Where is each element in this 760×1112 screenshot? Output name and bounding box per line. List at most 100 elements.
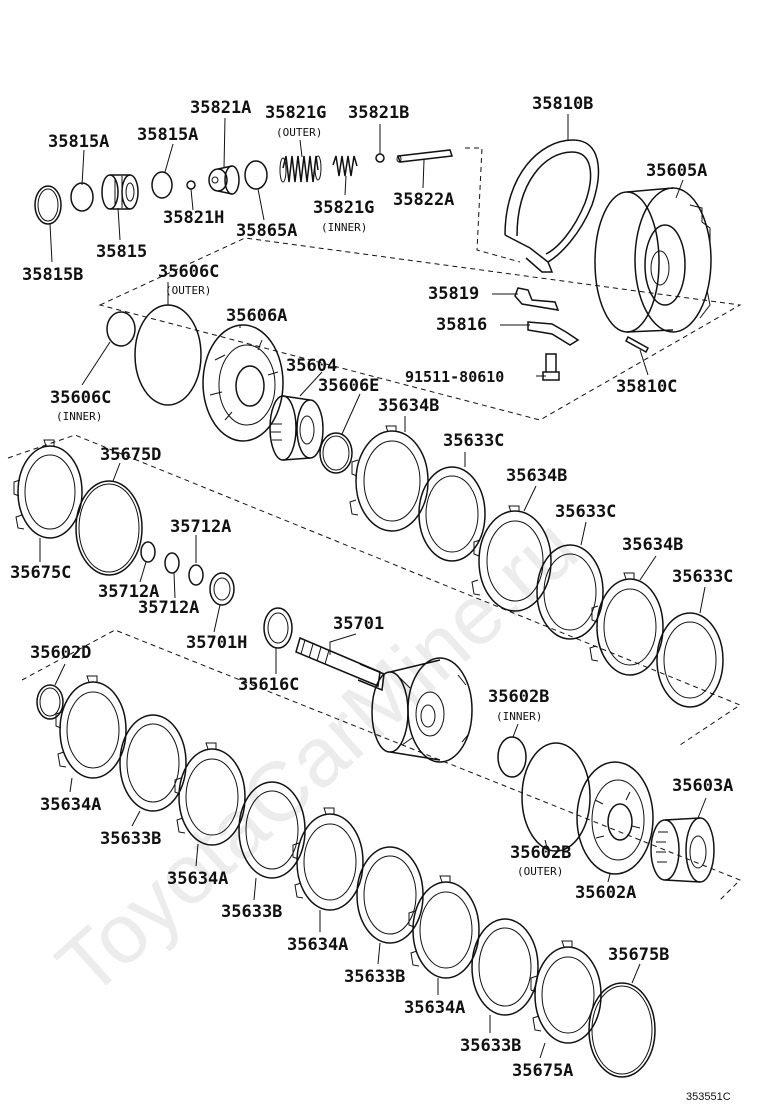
bracket-35819 [514, 287, 560, 311]
label-35616c: 35616C [238, 675, 299, 695]
label-35712a-1: 35712A [170, 517, 231, 537]
spring-35821g-inner [332, 155, 358, 177]
clutch-plate-35675c [13, 439, 83, 539]
note-outer-2: (OUTER) [165, 284, 211, 297]
e-ring-35821h [186, 180, 196, 190]
label-35634b-2: 35634B [506, 466, 567, 486]
group-boundaries [7, 147, 742, 901]
clutch-disc-35634b-1 [349, 425, 429, 532]
note-inner-1: (INNER) [321, 221, 367, 234]
label-35602b-outer: 35602B [510, 843, 571, 863]
label-35821g-inner: 35821G [313, 198, 374, 218]
label-35712a-3: 35712A [138, 598, 199, 618]
label-35602b-inner: 35602B [488, 687, 549, 707]
label-35606a: 35606A [226, 306, 287, 326]
clutch-plate-35633b-1 [119, 714, 187, 812]
label-35701h: 35701H [186, 633, 247, 653]
clutch-plate-35633c-3 [656, 612, 724, 708]
clutch-disc-35634a-3 [292, 807, 364, 911]
bolt-91511-80610 [542, 353, 560, 381]
label-35815a-2: 35815A [137, 125, 198, 145]
label-35815b: 35815B [22, 265, 83, 285]
o-ring-35606c-outer [134, 304, 202, 406]
label-35701: 35701 [333, 614, 384, 634]
label-35810b: 35810B [532, 94, 593, 114]
label-35712a-2: 35712A [98, 582, 159, 602]
snap-ring-35675b [588, 982, 656, 1078]
label-35819: 35819 [428, 284, 479, 304]
label-35606c-outer: 35606C [158, 262, 219, 282]
note-outer-3: (OUTER) [517, 865, 563, 878]
accumulator-piston-35821a [208, 165, 240, 195]
snap-ring-35602d [36, 684, 64, 720]
label-35675a: 35675A [512, 1061, 573, 1081]
o-ring-35606c-inner [106, 311, 136, 347]
input-shaft-drum-35701 [295, 636, 473, 763]
spring-retainer-35603a [650, 817, 715, 883]
thrust-washer-35712a-2 [164, 552, 180, 574]
accumulator-piston-35815 [101, 174, 139, 210]
label-35634b-3: 35634B [622, 535, 683, 555]
pin-35810c [625, 335, 649, 354]
clutch-plate-35675a [530, 940, 602, 1044]
label-35606e: 35606E [318, 376, 379, 396]
label-35815a-1: 35815A [48, 132, 109, 152]
brake-drum-35605a [594, 187, 712, 333]
ring-35821b [375, 153, 385, 163]
thrust-washer-35712a-3 [188, 564, 204, 586]
leader-lines [39, 114, 707, 1059]
label-35602d: 35602D [30, 643, 91, 663]
label-35633b-2: 35633B [221, 902, 282, 922]
o-ring-35602b-inner [497, 736, 527, 778]
label-35675d: 35675D [100, 445, 161, 465]
snap-ring-35815b [34, 185, 62, 225]
label-35822a: 35822A [393, 190, 454, 210]
note-outer-1: (OUTER) [276, 126, 322, 139]
clutch-plate-35633c-1 [418, 466, 486, 562]
label-35675c: 35675C [10, 563, 71, 583]
snap-ring-35675d [75, 480, 143, 576]
label-35602a: 35602A [575, 883, 636, 903]
label-35633b-1: 35633B [100, 829, 161, 849]
label-35810c: 35810C [616, 377, 677, 397]
o-ring-35602b-outer [521, 742, 591, 852]
label-35634b-1: 35634B [378, 396, 439, 416]
spring-retainer-35604 [269, 395, 324, 461]
label-91511-80610: 91511-80610 [405, 368, 504, 386]
piston-35602a [576, 761, 654, 875]
label-35633c-2: 35633C [555, 502, 616, 522]
piston-35606a [202, 324, 284, 442]
o-ring-35815a-2 [151, 171, 173, 199]
label-35604: 35604 [286, 356, 337, 376]
snap-ring-35616c [263, 607, 293, 649]
label-35605a: 35605A [646, 161, 707, 181]
label-35821g-outer: 35821G [265, 103, 326, 123]
label-35633c-3: 35633C [672, 567, 733, 587]
clutch-plate-35633c-2 [536, 544, 604, 640]
brake-band-35810b [504, 139, 600, 273]
clutch-disc-35634a-2 [174, 742, 246, 846]
label-35821h: 35821H [163, 208, 224, 228]
label-35633b-3: 35633B [344, 967, 405, 987]
clutch-disc-35634b-3 [589, 572, 664, 676]
clutch-disc-35634a-4 [408, 875, 480, 979]
label-35633b-4: 35633B [460, 1036, 521, 1056]
clutch-plate-35633b-4 [471, 918, 539, 1016]
part-labels: 35815A 35815A 35815 35815B 35821A 35821G… [10, 94, 733, 1081]
label-35815: 35815 [96, 242, 147, 262]
label-35821a: 35821A [190, 98, 251, 118]
o-ring-35865a [244, 160, 268, 190]
label-35634a-2: 35634A [167, 869, 228, 889]
clutch-disc-35634b-2 [471, 505, 552, 612]
o-ring-35815a-1 [70, 182, 94, 212]
figure-id: 353551C [686, 1091, 731, 1103]
label-35865a: 35865A [236, 221, 297, 241]
clutch-disc-35634a-1 [55, 675, 127, 779]
bracket-35816 [527, 321, 580, 346]
snap-ring-35606e [319, 432, 353, 474]
note-inner-3: (INNER) [496, 710, 542, 723]
piston-rod-35822a [396, 149, 454, 163]
label-35634a-1: 35634A [40, 795, 101, 815]
label-35603a: 35603A [672, 776, 733, 796]
